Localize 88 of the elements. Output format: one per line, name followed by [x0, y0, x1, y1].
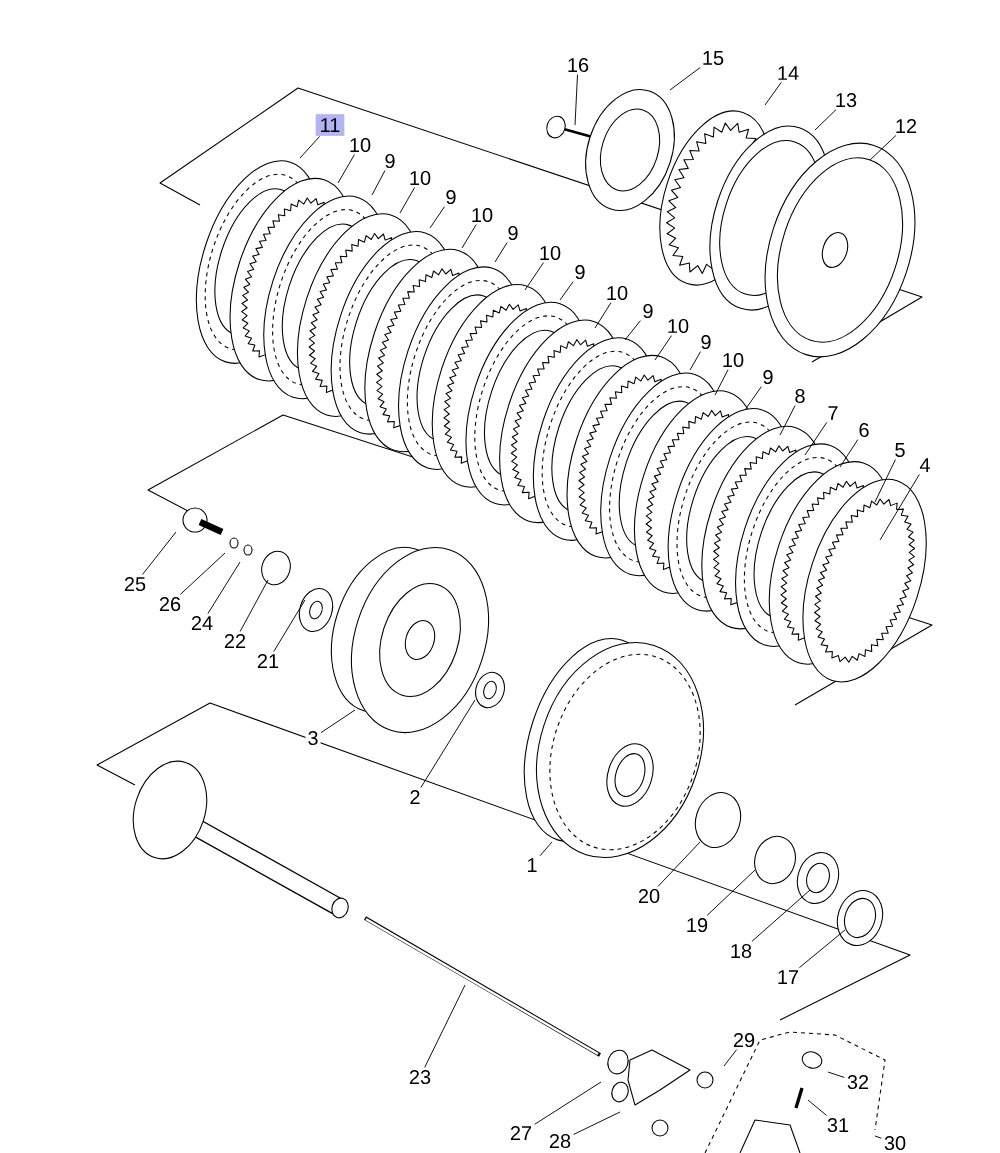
leader-line [337, 154, 355, 184]
leader-line [814, 109, 837, 131]
callout-number: 10 [468, 205, 496, 225]
leader-line [706, 869, 756, 916]
callout-number: 10 [719, 350, 747, 370]
callout-number: 27 [507, 1124, 535, 1142]
leader-line [807, 1099, 827, 1116]
leader-line [371, 170, 386, 196]
callout-number: 14 [774, 64, 802, 82]
callout-number: 24 [188, 614, 216, 632]
leader-line [874, 459, 896, 503]
callout-number: 28 [546, 1131, 574, 1151]
callout-number: 25 [121, 574, 149, 594]
leader-line [751, 889, 811, 942]
callout-number: 21 [254, 652, 282, 670]
leader-line [320, 709, 356, 734]
leader-line [827, 1071, 845, 1078]
leader-line [399, 187, 415, 214]
callout-number: 9 [382, 151, 398, 171]
callout-number: 10 [664, 316, 692, 336]
callout-number: 9 [640, 301, 656, 321]
callout-number: 9 [698, 332, 714, 352]
callout-number: 26 [156, 594, 184, 614]
callout-number: 3 [305, 728, 321, 748]
callout-number: 23 [406, 1067, 434, 1087]
callout-number: 17 [774, 968, 802, 986]
leader-line [573, 1111, 621, 1135]
leader-line [779, 405, 796, 436]
callout-number: 29 [730, 1030, 758, 1050]
callout-number: 2 [407, 788, 423, 806]
callout-number: 7 [825, 404, 841, 422]
leader-line [624, 320, 641, 341]
callout-number: 19 [683, 915, 711, 935]
leader-line [539, 841, 553, 857]
leader-line [239, 579, 269, 632]
callout-number: 10 [603, 283, 631, 303]
callout-number: 12 [892, 117, 920, 135]
leader-line [798, 929, 846, 969]
callout-number: 8 [792, 386, 808, 406]
callout-number: 20 [635, 886, 663, 906]
callout-number: 11 [315, 114, 345, 136]
callout-number: 10 [406, 168, 434, 188]
leader-line [594, 302, 612, 329]
leader-line [723, 1049, 738, 1067]
callout-number: 10 [346, 135, 374, 155]
callout-number: 9 [572, 262, 588, 282]
leader-line [657, 841, 701, 887]
callout-number: 32 [844, 1072, 872, 1092]
leader-line [879, 473, 920, 541]
leader-line [424, 984, 466, 1068]
callout-number: 30 [881, 1133, 909, 1153]
callout-number: 1 [524, 856, 540, 874]
callout-number: 10 [536, 243, 564, 263]
leader-line [669, 67, 701, 91]
leader-line [744, 386, 762, 411]
leader-line [461, 224, 477, 249]
leader-line [534, 1081, 602, 1125]
leader-line [869, 135, 897, 161]
leader-line [574, 74, 578, 126]
callout-number: 4 [917, 456, 933, 474]
callout-number: 6 [856, 420, 872, 440]
leader-line [654, 335, 672, 361]
leader-line [207, 561, 241, 614]
leader-line [429, 206, 445, 229]
leader-line [689, 351, 701, 371]
leader-line [764, 81, 782, 106]
leader-line [559, 281, 574, 301]
leader-line [524, 262, 544, 291]
leader-line [839, 439, 859, 468]
callout-number: 9 [760, 367, 776, 387]
callout-number: 16 [564, 55, 592, 75]
callout-number: 5 [892, 441, 908, 459]
leader-line [142, 531, 177, 575]
callout-number: 22 [221, 632, 249, 650]
leader-line [420, 699, 476, 788]
callout-number: 31 [824, 1115, 852, 1135]
leader-line [494, 242, 508, 263]
callout-number: 9 [505, 223, 521, 243]
callout-number: 9 [443, 187, 459, 207]
leader-line [874, 1135, 882, 1139]
callout-number: 15 [699, 49, 727, 67]
leader-line [714, 369, 729, 396]
leader-line [804, 421, 828, 456]
leader-line [179, 552, 226, 595]
callout-number: 13 [832, 90, 860, 110]
leader-line [273, 599, 306, 652]
callout-number: 18 [727, 941, 755, 961]
leader-line [299, 135, 321, 159]
